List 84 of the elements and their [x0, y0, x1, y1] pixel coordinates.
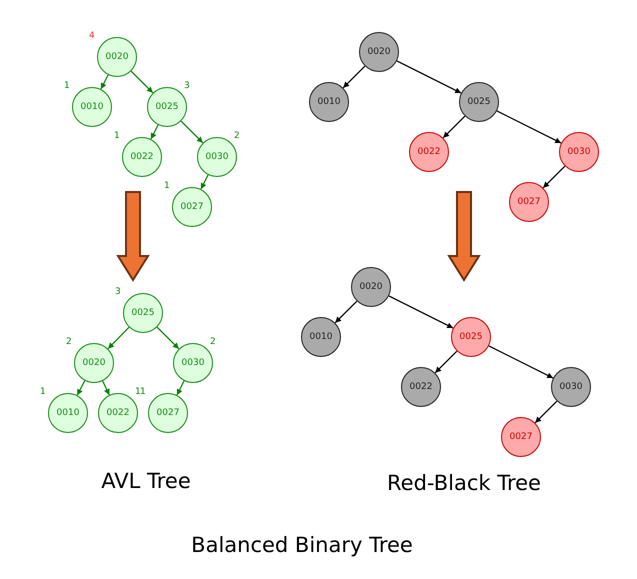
tree-node [301, 317, 341, 357]
height-label: 1 [140, 387, 146, 397]
arrow [76, 380, 86, 396]
tree-node [74, 343, 114, 383]
arrow [496, 110, 562, 144]
node-key: 0027 [180, 202, 204, 212]
tree-node [197, 137, 237, 177]
arrow [434, 350, 458, 374]
node-key: 0025 [132, 308, 154, 318]
height-label: 2 [66, 337, 72, 347]
tree-node [459, 82, 499, 122]
node-key: 0010 [310, 332, 332, 342]
tree-node [309, 82, 349, 122]
node-key: 0020 [368, 47, 390, 57]
tree-node [509, 182, 549, 222]
arrow [176, 380, 185, 396]
tree-node [72, 87, 112, 127]
node-key: 0030 [182, 358, 204, 368]
tree-caption: AVL Tree [101, 469, 191, 493]
tree-node [501, 417, 541, 457]
node-key: 0022 [106, 408, 130, 418]
tree-node [551, 367, 591, 407]
tree-node [401, 367, 441, 407]
arrow [396, 60, 462, 94]
node-key: 0010 [80, 102, 104, 112]
tree-node [173, 343, 213, 383]
height-label: 1 [64, 81, 70, 91]
height-label: 2 [234, 131, 240, 141]
diagram-title: Balanced Binary Tree [191, 533, 413, 557]
node-key: 0030 [568, 147, 590, 157]
tree-node [409, 132, 449, 172]
height-label: 1 [40, 387, 46, 397]
node-key: 0020 [360, 282, 382, 292]
height-label: 1 [135, 387, 141, 397]
arrow [180, 120, 204, 144]
height-label: 3 [115, 287, 121, 297]
height-label: 3 [184, 81, 190, 91]
arrow [488, 345, 554, 379]
node-key: 0027 [510, 432, 532, 442]
node-key: 0020 [82, 358, 106, 368]
node-key: 0025 [468, 97, 490, 107]
height-label: 1 [164, 181, 170, 191]
arrow [200, 174, 209, 190]
tree-node [148, 393, 188, 433]
arrow [130, 70, 154, 94]
arrow [534, 400, 558, 424]
arrow [102, 380, 110, 396]
node-key: 0030 [560, 382, 582, 392]
height-label: 1 [114, 131, 120, 141]
tree-node [559, 132, 599, 172]
block-arrow [116, 191, 150, 282]
arrow [342, 66, 366, 88]
node-key: 0020 [106, 52, 128, 62]
node-key: 0025 [460, 332, 482, 342]
arrow [156, 326, 180, 350]
tree-node [172, 187, 212, 227]
arrow [542, 166, 566, 188]
node-key: 0010 [318, 97, 340, 107]
node-key: 0022 [418, 147, 440, 157]
tree-node [123, 293, 163, 333]
node-key: 0030 [206, 152, 228, 162]
node-key: 0022 [410, 382, 432, 392]
arrow [334, 300, 358, 324]
node-key: 0022 [130, 152, 154, 162]
tree-node [48, 393, 88, 433]
height-label: 2 [210, 337, 216, 347]
height-label: 4 [89, 31, 95, 41]
node-key: 0027 [518, 197, 540, 207]
tree-node [451, 317, 491, 357]
arrow [100, 74, 109, 90]
arrow [108, 326, 130, 350]
node-key: 0027 [156, 408, 180, 418]
node-key: 0025 [156, 102, 178, 112]
tree-caption: Red-Black Tree [387, 471, 541, 495]
arrow [388, 295, 454, 329]
tree-node [122, 137, 162, 177]
arrow [150, 124, 159, 140]
tree-node [98, 393, 138, 433]
tree-node [351, 267, 391, 307]
tree-node [147, 87, 187, 127]
arrow [442, 116, 466, 138]
node-key: 0010 [56, 408, 80, 418]
tree-node [359, 32, 399, 72]
tree-node [97, 37, 137, 77]
